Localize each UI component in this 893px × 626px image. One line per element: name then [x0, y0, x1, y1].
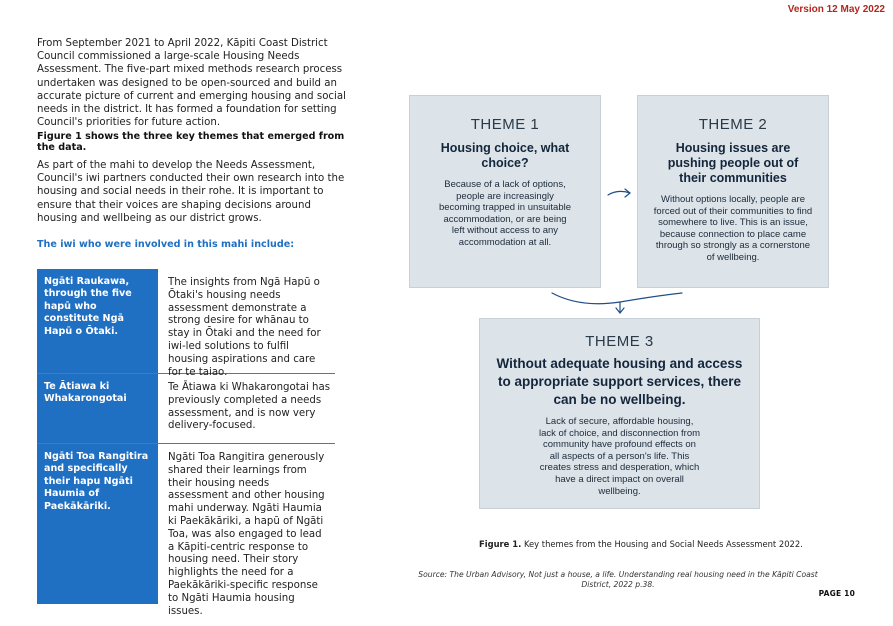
caption-text: Key themes from the Housing and Social N… — [521, 539, 803, 549]
iwi-heading: The iwi who were involved in this mahi i… — [37, 239, 295, 250]
theme-2-box: THEME 2 Housing issues are pushing peopl… — [637, 95, 829, 288]
figure-lead-text: Figure 1 shows the three key themes that… — [37, 131, 345, 153]
theme-title: Housing issues are pushing people out of… — [667, 141, 799, 185]
connector-arrows — [551, 188, 683, 314]
iwi-row: Ngāti Toa Rangitira and specifically the… — [37, 444, 335, 617]
source-citation: Source: The Urban Advisory, Not just a h… — [418, 570, 818, 589]
theme-body: Without options locally, people are forc… — [653, 194, 813, 263]
iwi-paragraph: As part of the mahi to develop the Needs… — [37, 160, 345, 224]
iwi-description: The insights from Ngā Hapū o Ōtaki's hou… — [168, 277, 321, 378]
iwi-table: Ngāti Raukawa, through the five hapū who… — [37, 269, 335, 617]
iwi-name: Te Ātiawa ki Whakarongotai — [37, 374, 158, 443]
arrow-down-icon — [551, 292, 683, 314]
figure-caption: Figure 1. Key themes from the Housing an… — [479, 539, 803, 549]
page-number: PAGE 10 — [818, 589, 855, 598]
iwi-row: Te Ātiawa ki Whakarongotai Te Ātiawa ki … — [37, 374, 335, 444]
arrow-right-icon — [607, 188, 631, 198]
theme-1-box: THEME 1 Housing choice, what choice? Bec… — [409, 95, 601, 288]
theme-label: THEME 2 — [698, 116, 768, 133]
version-label: Version 12 May 2022 — [787, 4, 885, 15]
iwi-description: Ngāti Toa Rangitira generously shared th… — [168, 452, 325, 617]
theme-body: Lack of secure, affordable housing, lack… — [538, 416, 701, 497]
iwi-description: Te Ātiawa ki Whakarongotai has previousl… — [168, 382, 331, 432]
caption-label: Figure 1. — [479, 539, 522, 549]
theme-title: Without adequate housing and access to a… — [496, 356, 743, 407]
intro-paragraph: From September 2021 to April 2022, Kāpit… — [37, 38, 346, 129]
theme-label: THEME 3 — [585, 333, 654, 350]
iwi-name: Ngāti Raukawa, through the five hapū who… — [37, 269, 158, 373]
iwi-row: Ngāti Raukawa, through the five hapū who… — [37, 269, 335, 378]
iwi-name: Ngāti Toa Rangitira and specifically the… — [37, 444, 158, 604]
theme-label: THEME 1 — [470, 116, 540, 133]
theme-body: Because of a lack of options, people are… — [438, 179, 572, 248]
theme-3-box: THEME 3 Without adequate housing and acc… — [479, 318, 760, 509]
theme-title: Housing choice, what choice? — [440, 141, 570, 170]
